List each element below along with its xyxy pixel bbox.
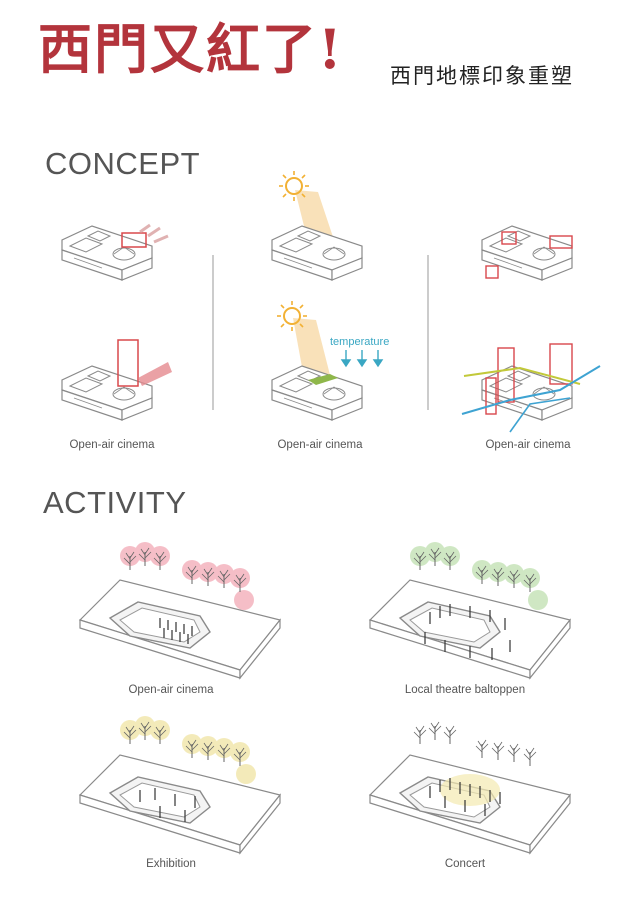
concept-heading: CONCEPT [45, 146, 201, 181]
wind-path-yellow [463, 366, 581, 385]
crowd-theatre [424, 604, 511, 660]
concept-1-top-building [61, 225, 153, 281]
main-title: 西門又紅了! [38, 17, 344, 81]
concept-caption-3: Open-air cinema [485, 439, 571, 451]
concept-2-top-building [271, 225, 363, 281]
wind-path-blue [461, 365, 601, 415]
wind-arrow-red [138, 362, 172, 386]
activity-caption-2: Local theatre baltoppen [404, 684, 526, 696]
temperature-arrows [340, 350, 384, 368]
sun-icon [278, 170, 310, 202]
crowd-exhibition [139, 788, 196, 822]
activity-caption-1: Open-air cinema [128, 684, 214, 696]
concept-3-top-building [481, 225, 573, 281]
sun-icon [276, 300, 308, 332]
crowd-cinema [159, 618, 193, 644]
concept-2-bottom-building [271, 365, 363, 421]
temperature-label: temperature [330, 336, 389, 348]
sub-title: 西門地標印象重塑 [390, 64, 574, 88]
activity-heading: ACTIVITY [43, 485, 187, 520]
crowd-concert [429, 778, 501, 816]
concept-caption-1: Open-air cinema [69, 439, 155, 451]
activity-caption-4: Concert [444, 858, 486, 870]
activity-caption-3: Exhibition [146, 858, 196, 870]
concept-caption-2: Open-air cinema [277, 439, 363, 451]
green-roof [308, 374, 338, 385]
